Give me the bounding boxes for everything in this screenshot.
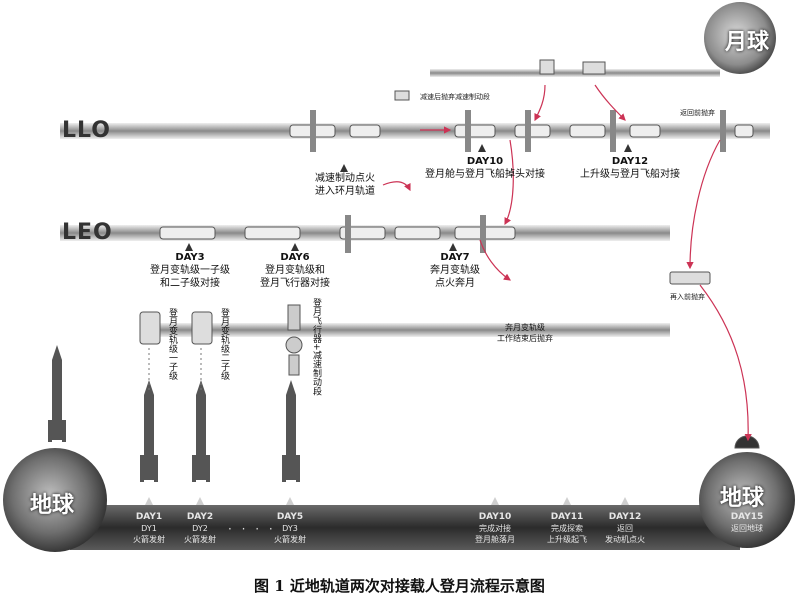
day12-llo-day: DAY12 <box>611 156 649 167</box>
rocket-day2 <box>192 380 210 482</box>
timeline-day11-sub1: 完成探索 <box>551 524 583 533</box>
timeline-day5-sub1: DY3 <box>282 524 298 533</box>
llo-solar-panels <box>310 110 726 152</box>
timeline-day11-sub2: 上升级起飞 <box>547 535 587 544</box>
leo-solar-panels <box>345 215 486 253</box>
earth-label-right: 地球 <box>720 486 765 511</box>
timeline-day5-day: DAY5 <box>276 512 304 522</box>
rocket-standby <box>48 345 66 442</box>
stage-discard-line1: 奔月变轨级 <box>505 323 545 332</box>
moon-globe <box>704 2 776 74</box>
day6-line2: 登月飞行器对接 <box>260 278 330 289</box>
lunar-approach-band <box>430 69 720 77</box>
timeline-day2-sub1: DY2 <box>192 524 208 533</box>
stage2-module <box>191 311 213 345</box>
timeline-day5-sub2: 火箭发射 <box>274 535 306 544</box>
stage-discard-line2: 工作结束后抛弃 <box>497 334 553 343</box>
earth-timeline-band <box>70 505 740 550</box>
timeline-day11: DAY11 完成探索 上升级起飞 <box>542 512 592 545</box>
timeline-day10-day: DAY10 <box>478 512 512 522</box>
day10-llo-desc: 登月舱与登月飞船掉头对接 <box>425 169 545 180</box>
day6-day: DAY6 <box>280 252 310 263</box>
rocket-day5 <box>282 380 300 482</box>
timeline-day1-day: DAY1 <box>135 512 163 522</box>
earth-globe-left <box>3 448 107 552</box>
stage1-module <box>139 311 161 345</box>
stage-discard-label: 奔月变轨级 工作结束后抛弃 <box>475 322 575 344</box>
timeline-day12-sub2: 发动机点火 <box>605 535 645 544</box>
timeline-day10: DAY10 完成对接 登月舱落月 <box>470 512 520 545</box>
day3-line2: 和二子级对接 <box>160 278 220 289</box>
timeline-day1-sub2: 火箭发射 <box>133 535 165 544</box>
figure-caption: 图 1 近地轨道两次对接载人登月流程示意图 <box>254 577 545 595</box>
lander-vertical-label: 登月飞行器+减速制动段 <box>311 298 321 396</box>
timeline-day1: DAY1 DY1 火箭发射 <box>129 512 169 545</box>
label-markers <box>185 144 632 251</box>
day3-label: DAY3 登月变轨级一子级 和二子级对接 <box>130 251 250 290</box>
timeline-ellipsis: · · · · <box>228 522 276 536</box>
deorbit-burn-label: 减速制动点火 进入环月轨道 <box>290 172 400 198</box>
timeline-day12: DAY12 返回 发动机点火 <box>600 512 650 545</box>
day3-day: DAY3 <box>175 252 205 263</box>
deorbit-burn-line1: 减速制动点火 <box>315 173 375 184</box>
return-discard-label: 返回前抛弃 <box>680 109 715 117</box>
timeline-day15-sub2: 返回地球 <box>731 524 763 533</box>
day7-label: DAY7 奔月变轨级 点火奔月 <box>410 251 500 290</box>
llo-orbit-band <box>60 123 770 139</box>
timeline-day5: DAY5 DY3 火箭发射 <box>270 512 310 545</box>
day7-day: DAY7 <box>440 252 470 263</box>
deorbit-burn-line2: 进入环月轨道 <box>315 186 375 197</box>
llo-spacecraft <box>289 124 754 138</box>
flow-arrows <box>382 84 752 442</box>
transfer-orbit-band <box>140 323 670 337</box>
timeline-day15: DAY15 返回地球 <box>722 512 772 534</box>
lander-stack <box>285 304 303 376</box>
day7-line2: 点火奔月 <box>435 278 475 289</box>
leo-label: LEO <box>62 220 113 245</box>
day3-line1: 登月变轨级一子级 <box>150 265 230 276</box>
timeline-day10-sub1: 完成对接 <box>479 524 511 533</box>
moon-label: 月球 <box>725 30 770 55</box>
day10-llo-day: DAY10 <box>466 156 504 167</box>
timeline-markers <box>145 497 629 505</box>
timeline-day12-day: DAY12 <box>608 512 642 522</box>
timeline-day12-sub1: 返回 <box>617 524 633 533</box>
timeline-day2: DAY2 DY2 火箭发射 <box>180 512 220 545</box>
day12-llo-desc: 上升级与登月飞船对接 <box>580 169 680 180</box>
stage1-vertical-label: 登月变轨级一子级 <box>167 308 177 380</box>
leo-spacecraft <box>159 226 516 240</box>
earth-label-left: 地球 <box>30 493 75 518</box>
timeline-day11-day: DAY11 <box>550 512 584 522</box>
reentry-discard-label: 再入前抛弃 <box>670 293 705 301</box>
mission-diagram <box>3 2 795 552</box>
timeline-day2-day: DAY2 <box>186 512 214 522</box>
day10-llo-label: DAY10 登月舱与登月飞船掉头对接 <box>410 155 560 181</box>
stage2-vertical-label: 登月变轨级二子级 <box>219 308 229 380</box>
timeline-day15-day: DAY15 <box>730 512 764 522</box>
timeline-day1-sub1: DY1 <box>141 524 157 533</box>
day6-line1: 登月变轨级和 <box>265 265 325 276</box>
lunar-modules <box>394 59 760 449</box>
timeline-day10-sub2: 登月舱落月 <box>475 535 515 544</box>
day12-llo-label: DAY12 上升级与登月飞船对接 <box>565 155 695 181</box>
timeline-day2-sub2: 火箭发射 <box>184 535 216 544</box>
llo-label: LLO <box>62 118 111 143</box>
day7-line1: 奔月变轨级 <box>430 265 480 276</box>
rocket-day1 <box>140 380 158 482</box>
deorbit-discard-label: 减速后抛弃减速制动段 <box>420 93 490 101</box>
day6-label: DAY6 登月变轨级和 登月飞行器对接 <box>240 251 350 290</box>
earth-globe-right <box>699 452 795 548</box>
